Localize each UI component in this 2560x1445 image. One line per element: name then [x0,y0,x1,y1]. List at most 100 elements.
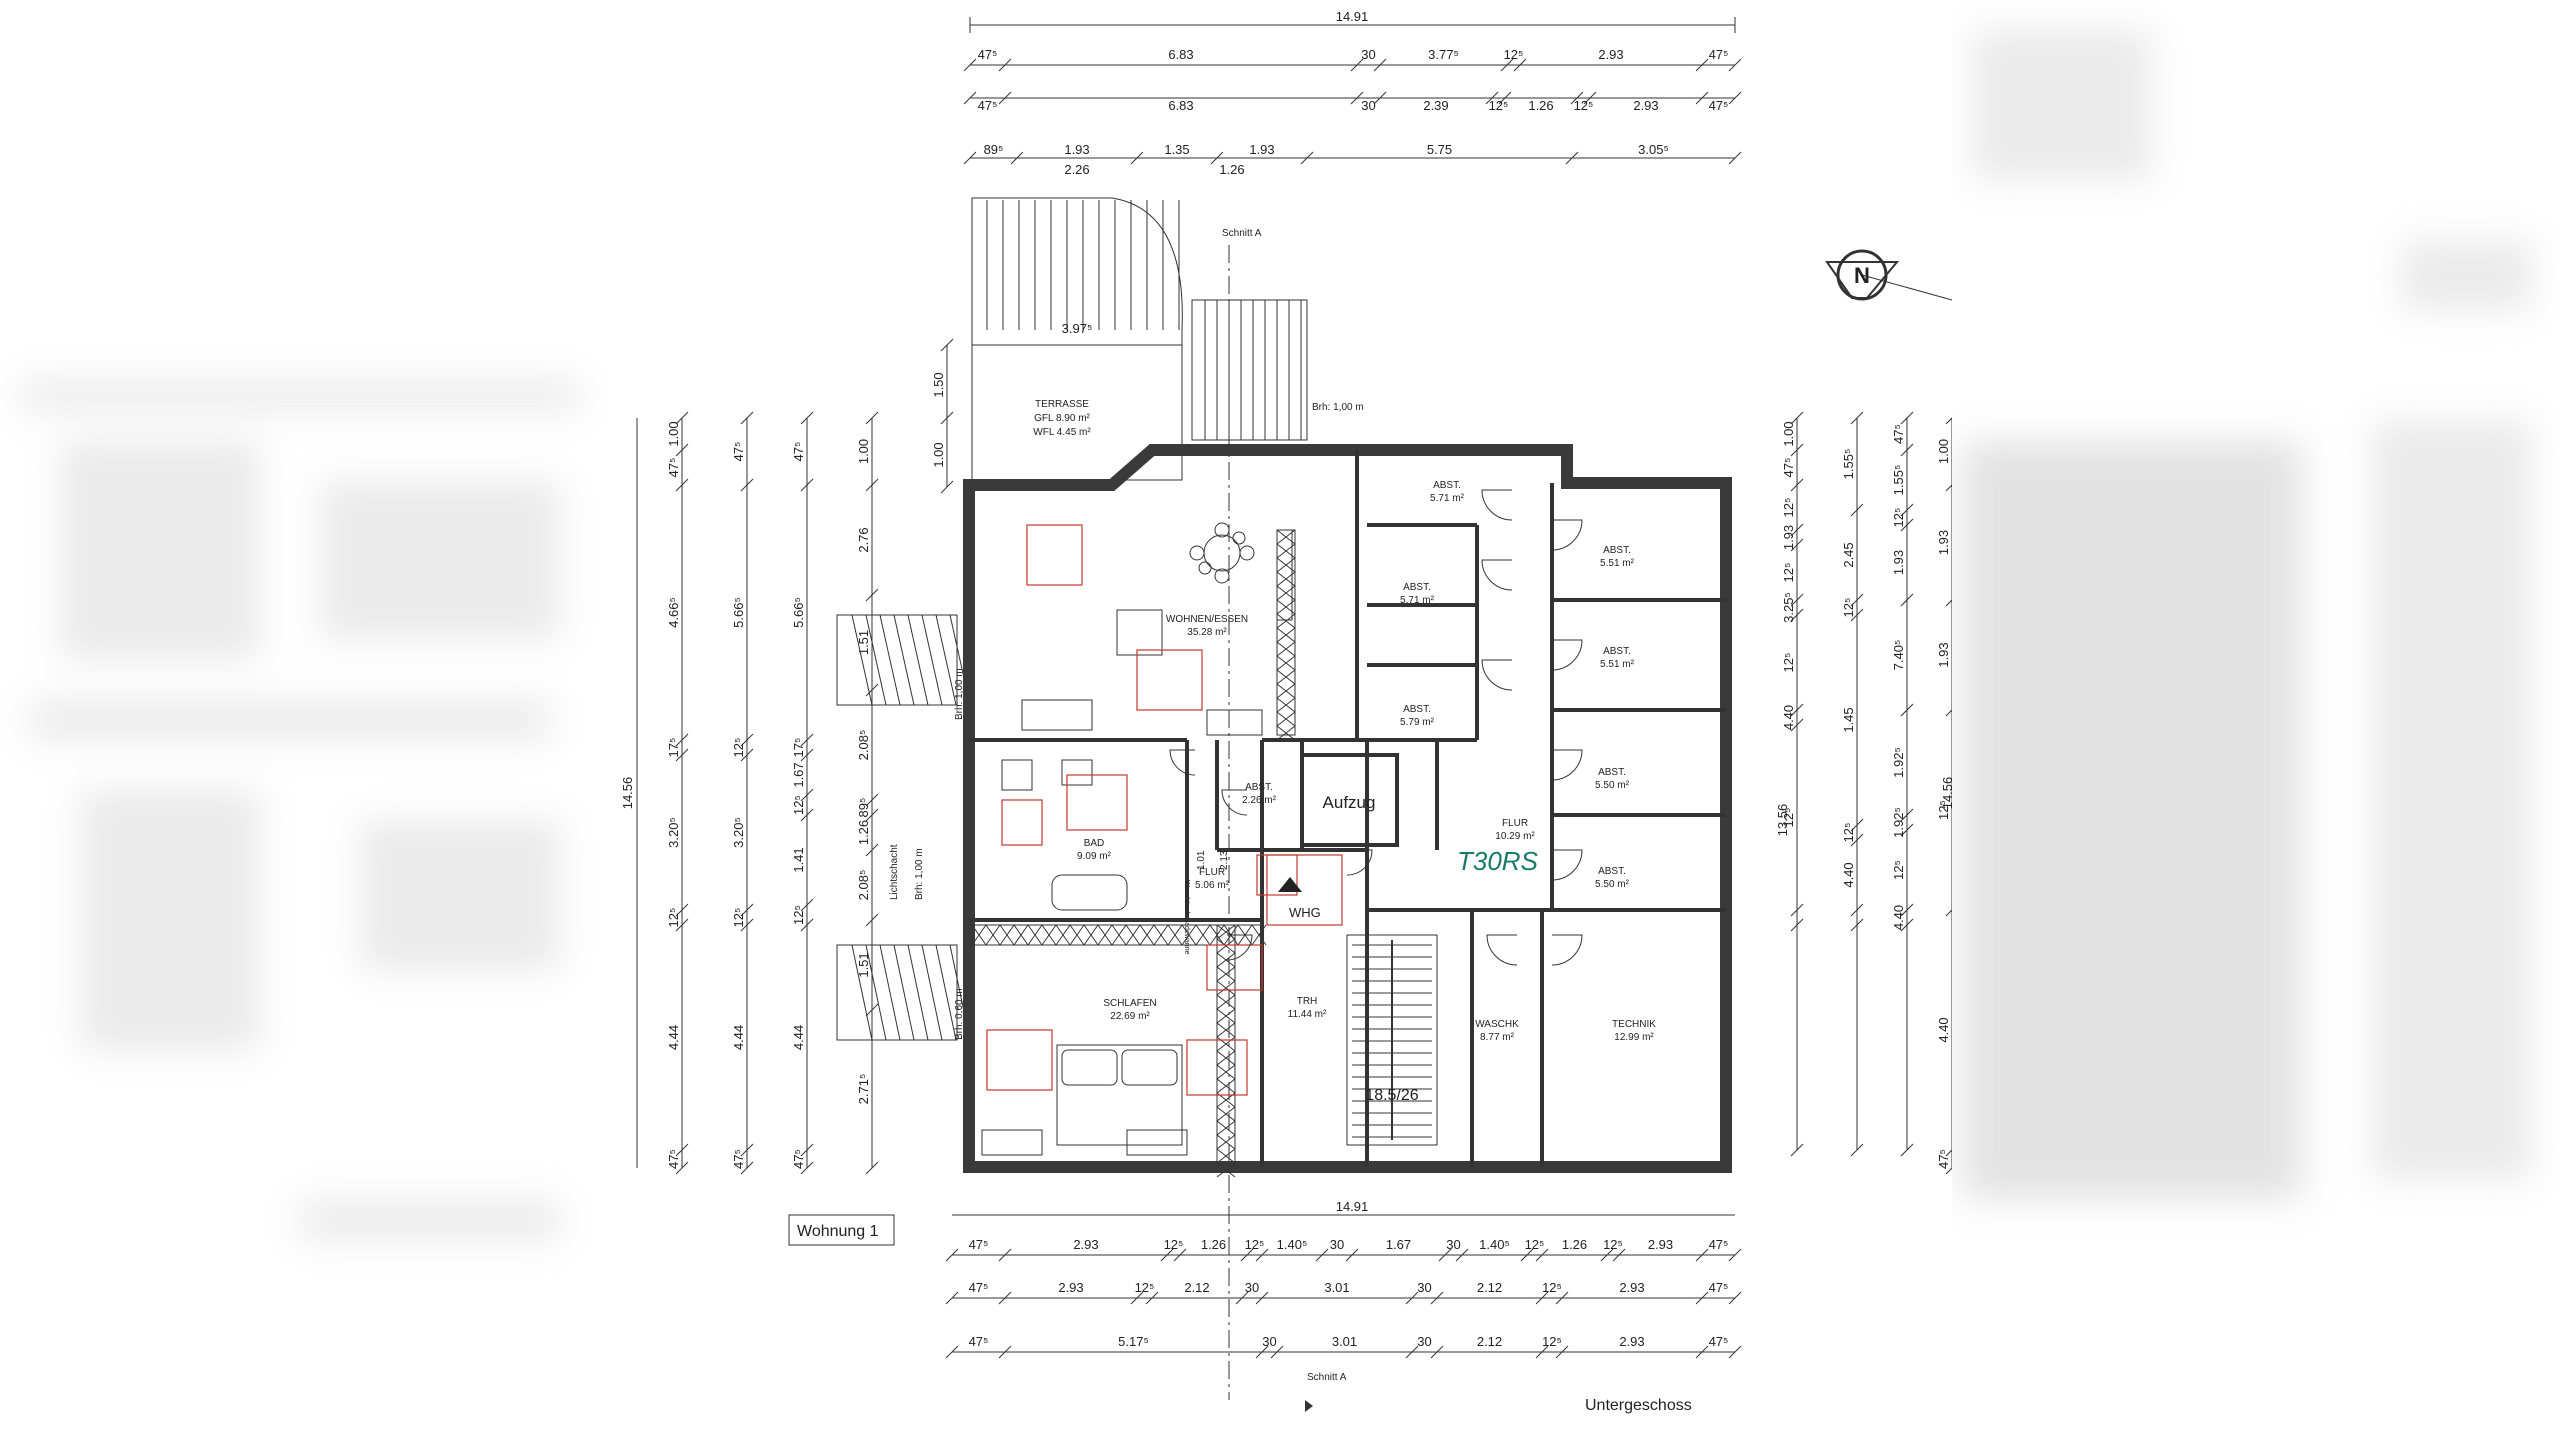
dim-label: 47⁵ [1891,424,1906,444]
dim-label: 2.12 [1184,1280,1209,1295]
door-swing [1221,789,1248,816]
dim-label: 1.00 [666,421,681,446]
dim-label: 30 [1262,1334,1276,1349]
room-name: ABST. [1598,767,1626,778]
blurred-right-backdrop [1952,0,2560,1440]
dim-label: 1.00 [856,439,871,464]
dim-label: 5.17⁵ [1118,1334,1149,1349]
dim-label: 12⁵ [666,908,681,928]
stairwell: 18.5/26 [1346,934,1438,1146]
grate-line [851,944,873,1041]
dim-label: 4.66⁵ [666,597,681,628]
room-area: 5.50 m² [1595,879,1630,890]
dim-label: 1.51 [856,952,871,977]
section-a-bottom: Schnitt A [1307,1372,1347,1383]
dim-label: 5.66⁵ [791,597,806,628]
right-inner-overall-dim: 13.56 [1775,804,1790,837]
brh-living: Brh: 1,00 m [954,668,965,720]
apartment-label: Wohnung 1 [797,1223,879,1240]
room-name: TERRASSE [1035,399,1089,410]
dim-label: 2.93 [1598,47,1623,62]
dim-label: 4.40 [1781,705,1796,730]
dim-label: 1.45 [1841,707,1856,732]
dim-label: 1.35 [1164,142,1189,157]
apartment-tag: Wohnung 1 [788,1214,895,1246]
door-swing [1551,934,1583,966]
door-swing [1481,559,1513,591]
grate-line [879,614,901,706]
dim-label: 12⁵ [731,908,746,928]
room-name: ABST. [1603,646,1631,657]
room-area: 2.26 m² [1242,795,1277,806]
dim-label: 47⁵ [978,98,998,113]
dim-label: 1.26 [1219,162,1244,177]
dim-label: 12⁵ [1781,653,1796,673]
section-marker-icon [1305,1400,1313,1412]
door-swing [1346,849,1373,876]
left-dimension-chains: 14.56 1.0047⁵4.66⁵17⁵3.20⁵12⁵4.4447⁵47⁵5… [620,338,954,1175]
dim-label: 1.40⁵ [1277,1237,1308,1252]
grate-line [851,614,873,706]
grate-line [907,614,929,706]
door-swing [1486,934,1518,966]
door-swing [1551,849,1583,881]
room-area: 5.50 m² [1595,780,1630,791]
grate-line [935,614,957,706]
dim-label: 6.83 [1168,47,1193,62]
dim-label: 47⁵ [1709,47,1729,62]
dim-label: 12⁵ [1542,1280,1562,1295]
room-area: 5.51 m² [1600,558,1635,569]
room-name: ABST. [1403,704,1431,715]
right-dimension-chains: 1.0047⁵12⁵1.9312⁵3.25⁵12⁵4.4012⁵1.55⁵2.4… [1775,411,1959,1175]
room-area: 5.71 m² [1400,595,1435,606]
dim-label: 47⁵ [969,1280,989,1295]
lichtschacht-lower [836,944,971,1041]
grate-line [893,944,915,1041]
door-swing [1481,489,1513,521]
room-area: 5.51 m² [1600,659,1635,670]
dim-label: 12⁵ [1525,1237,1545,1252]
room-area: 8.77 m² [1480,1032,1515,1043]
dim-label: 47⁵ [969,1334,989,1349]
fire-door-note: T30RS [1457,846,1539,876]
bottom-overall-dim: 14.91 [1336,1199,1369,1214]
dim-label: 1.55⁵ [1891,465,1906,496]
room-area: 12.99 m² [1614,1032,1654,1043]
dim-label: 4.44 [791,1025,806,1050]
dim-label: 12⁵ [1891,508,1906,528]
dim-label: 12⁵ [1781,563,1796,583]
dim-label: 12⁵ [1245,1237,1265,1252]
dim-label: 5.66⁵ [731,597,746,628]
north-label: N [1854,263,1870,288]
room-area: 5.79 m² [1400,717,1435,728]
dim-label: 1.40⁵ [1479,1237,1510,1252]
lichtschacht-upper [836,614,971,706]
door-swing [1551,639,1583,671]
lichtschacht-label: Lichtschacht [889,844,900,900]
dim-label: 12⁵ [1781,498,1796,518]
dim-label: 12⁵ [1781,808,1796,828]
dim-label: 2.93 [1058,1280,1083,1295]
dim-label: 47⁵ [969,1237,989,1252]
dim-label: 2.93 [1633,98,1658,113]
grate-line [879,944,901,1041]
room-name: ABST. [1245,782,1273,793]
dim-label: 4.40 [1841,862,1856,887]
dim-label: 47⁵ [1781,458,1796,478]
door-swing [1169,749,1196,776]
terrace-width-dim: 3.97⁵ [1062,321,1093,336]
dim-label: 4.44 [666,1025,681,1050]
left-overall-dim: 14.56 [620,777,635,810]
room-area: 11.44 m² [1288,1009,1327,1020]
grate-line [865,944,887,1041]
dim-label: 12⁵ [1841,598,1856,618]
dim-label: 3.05⁵ [1638,142,1669,157]
door-dim-213: 2.13 [1219,850,1230,870]
dim-label: 12⁵ [1164,1237,1184,1252]
dim-label: 47⁵ [1709,1237,1729,1252]
dim-label: 7.40⁵ [1891,640,1906,671]
door-dim-101: 1.01 [1196,850,1207,870]
dim-label: 3.77⁵ [1428,47,1459,62]
